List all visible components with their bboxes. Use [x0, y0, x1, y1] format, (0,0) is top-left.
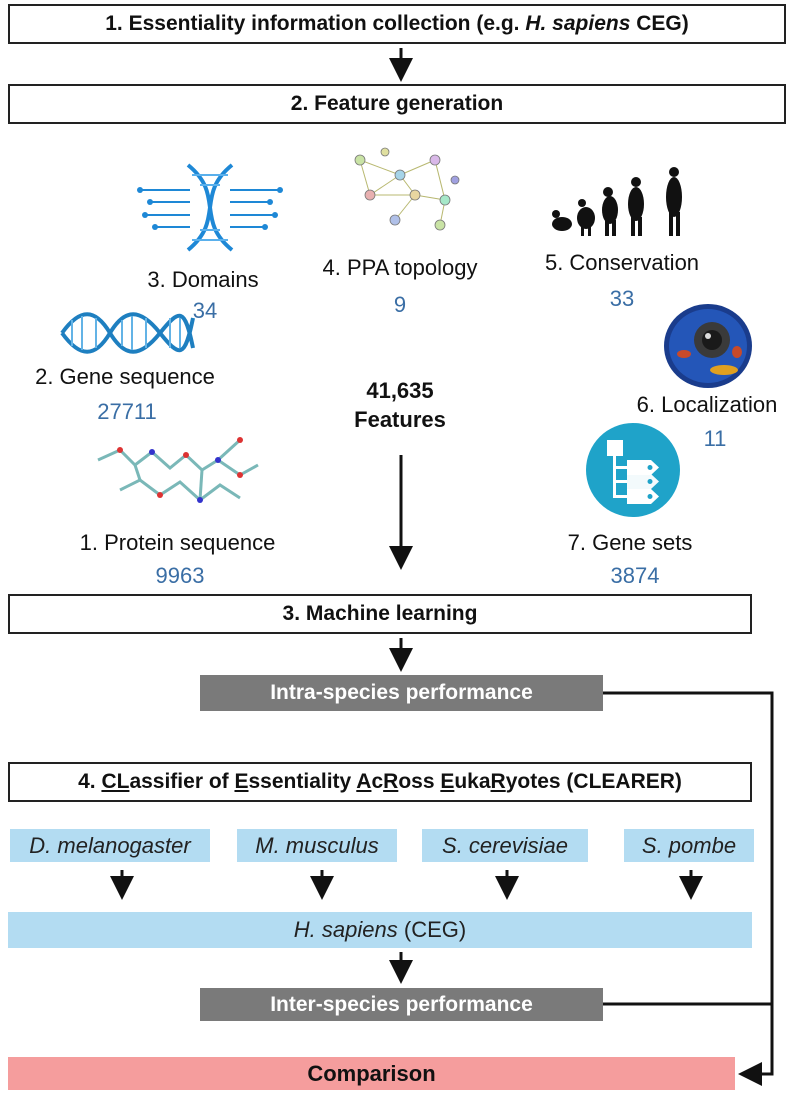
feature-count-ppa: 9 — [393, 292, 407, 317]
species-label: S. pombe — [641, 832, 737, 858]
step3-label: 3. Machine learning — [282, 602, 478, 625]
species-box-s-cerevisiae: S. cerevisiae — [422, 829, 588, 862]
species-label: S. cerevisiae — [442, 832, 568, 858]
feature-count-conservation: 33 — [609, 286, 635, 311]
step1-suffix: CEG) — [630, 12, 689, 35]
target-species-name: H. sapiens — [293, 917, 398, 942]
evolution-icon — [552, 167, 682, 236]
species-label: D. melanogaster — [29, 832, 191, 858]
target-species-suffix: (CEG) — [397, 917, 467, 942]
step4-box: 4. CLassifier of Essentiality AcRoss Euk… — [8, 762, 752, 802]
feature-label-gene-sets: 7. Gene sets — [567, 530, 693, 555]
step1-prefix: 1. Essentiality information collection (… — [105, 12, 526, 35]
total-features-label: Features — [354, 407, 446, 432]
feature-count-protein-sequence: 9963 — [155, 563, 205, 588]
feature-count-gene-sequence: 27711 — [97, 399, 157, 424]
species-box-d-melanogaster: D. melanogaster — [10, 829, 210, 862]
feature-count-domains: 34 — [192, 298, 218, 323]
step1-species: H. sapiens — [525, 12, 631, 35]
step4-title: 4. CLassifier of Essentiality AcRoss Euk… — [78, 770, 682, 793]
step2-label: 2. Feature generation — [290, 92, 504, 115]
step1-box: 1. Essentiality information collection (… — [8, 4, 786, 44]
feature-label-gene-sequence: 2. Gene sequence — [35, 364, 215, 389]
intra-species-performance-box: Intra-species performance — [200, 675, 603, 711]
intra-species-performance-label: Intra-species performance — [270, 681, 533, 704]
connector-intra-to-comparison — [603, 691, 774, 1086]
total-features-number: 41,635 — [366, 378, 434, 403]
network-graph-icon — [354, 147, 460, 231]
cell-icon — [664, 304, 752, 388]
dna-circuit-icon — [137, 163, 283, 252]
species-label: M. musculus — [255, 832, 379, 858]
step2-box: 2. Feature generation — [8, 84, 786, 124]
feature-label-localization: 6. Localization — [636, 392, 778, 417]
feature-count-gene-sets: 3874 — [610, 563, 660, 588]
species-box-m-musculus: M. musculus — [237, 829, 397, 862]
target-species-box: H. sapiens (CEG) — [8, 912, 752, 948]
inter-species-performance-box: Inter-species performance — [200, 988, 603, 1021]
feature-label-conservation: 5. Conservation — [544, 250, 700, 275]
feature-label-ppa: 4. PPA topology — [322, 255, 478, 280]
feature-count-localization: 11 — [703, 426, 727, 451]
gene-set-icon — [586, 423, 680, 517]
feature-label-protein-sequence: 1. Protein sequence — [79, 530, 276, 555]
comparison-label: Comparison — [307, 1060, 436, 1086]
protein-structure-icon — [97, 437, 259, 503]
inter-species-performance-label: Inter-species performance — [270, 992, 533, 1016]
dna-helix-icon — [60, 312, 195, 354]
step3-box: 3. Machine learning — [8, 594, 752, 634]
comparison-box: Comparison — [8, 1057, 735, 1090]
feature-label-domains: 3. Domains — [147, 267, 259, 292]
species-box-s-pombe: S. pombe — [624, 829, 754, 862]
